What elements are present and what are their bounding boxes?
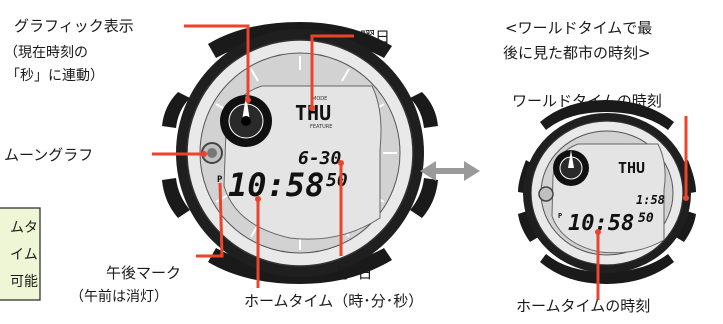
label-graphic-display: グラフィック表示 (14, 17, 134, 35)
label-right-home-time: ホームタイムの時刻 (516, 297, 650, 315)
lcd-seconds: 50 (326, 170, 348, 191)
lcd-date: 6-30 (298, 148, 342, 169)
label-graphic-display-note-2: 「秒」に連動） (6, 68, 104, 84)
label-day-of-week: 曜日 (360, 28, 390, 46)
label-graphic-display-note-1: （現在時刻の (4, 45, 88, 61)
side-box-line-3: 可能 (10, 274, 38, 290)
left-pointers (152, 24, 354, 288)
switch-arrow (420, 161, 480, 181)
label-month-day: 月･日 (335, 264, 373, 282)
side-box-line-1: ムタ (10, 220, 38, 236)
right-moon-graph (538, 186, 554, 202)
label-pm-mark: 午後マーク (106, 264, 181, 282)
button-upper-left (162, 92, 190, 128)
right-lcd-world-time: 1:58 (636, 193, 665, 207)
lcd-pm-indicator: P (217, 175, 223, 185)
right-lcd-pm-indicator: P (558, 212, 562, 220)
label-caption-line-1: <ワールドタイムで最 (505, 19, 652, 37)
band-bottom (208, 248, 392, 284)
button-lower-right (410, 178, 438, 218)
band-top (208, 22, 392, 58)
label-world-time: ワールドタイムの時刻 (512, 92, 662, 110)
label-pm-mark-note: （午前は消灯） (70, 288, 168, 305)
label-caption-line-2: 後に見た都市の時刻> (503, 44, 651, 62)
right-watch: THU 1:58 P 10:58 50 (518, 100, 696, 284)
pointer-dots (201, 97, 344, 202)
label-moon-graph: ムーングラフ (4, 146, 93, 164)
svg-text:FEATURE: FEATURE (310, 124, 332, 130)
label-home-time: ホームタイム（時･分･秒） (244, 292, 423, 310)
right-lcd-day: THU (618, 159, 645, 177)
button-lower-left (162, 178, 190, 218)
button-upper-right (410, 92, 438, 128)
svg-text:MODE: MODE (312, 96, 327, 102)
lcd-time: 10:58 (228, 166, 324, 204)
side-box-line-2: イム (10, 247, 38, 263)
side-info-box: ムタ イム 可能 (0, 207, 41, 301)
right-lcd-time: 10:58 (568, 211, 634, 236)
right-pointers (596, 116, 688, 300)
right-lcd-seconds: 50 (638, 211, 654, 226)
